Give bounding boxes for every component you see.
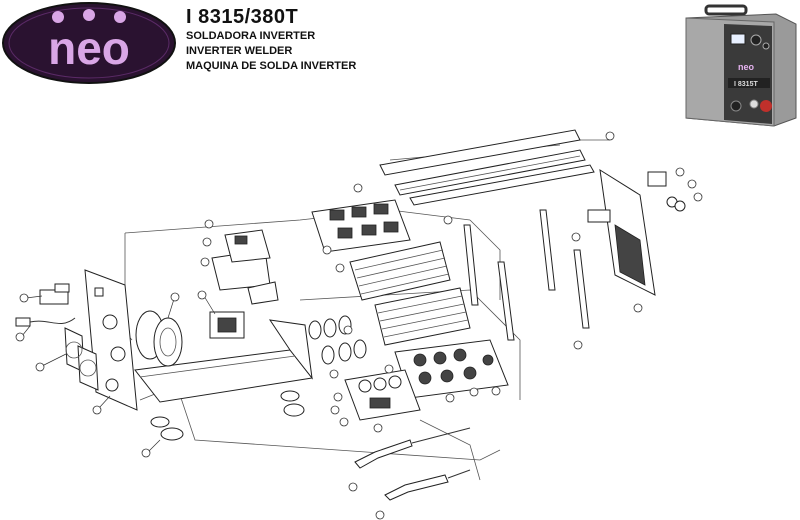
logo-text: neo: [48, 22, 130, 74]
small-pcb: [344, 369, 421, 421]
right-side-panel: [587, 169, 686, 296]
lower-pcb: [394, 339, 509, 399]
front-panel: [84, 269, 138, 411]
heatsink-upper: [349, 241, 451, 301]
welder-machine-image: neo I 8315T: [685, 4, 797, 127]
photo-model: I 8315T: [734, 81, 758, 88]
assembly-outline: [124, 139, 610, 481]
model-number: I 8315/380T: [186, 6, 299, 28]
photo-brand: neo: [738, 62, 755, 72]
title-block: I 8315/380T SOLDADORA INVERTER INVERTER …: [186, 6, 356, 74]
callouts: [15, 131, 703, 520]
subtitle-english: INVERTER WELDER: [186, 45, 293, 57]
feet: [150, 390, 305, 441]
vertical-bars: [463, 209, 590, 341]
ground-clamp: [384, 469, 471, 501]
rear-fan: [135, 310, 183, 367]
fans: [64, 327, 99, 391]
heatsink-lower: [374, 287, 471, 346]
upper-pcb: [311, 199, 411, 253]
product-photo: neo I 8315T: [676, 0, 800, 130]
power-switch-cable: [15, 283, 76, 327]
logo-graphic: neo: [2, 2, 176, 84]
transformer: [209, 311, 245, 339]
subtitle-portuguese: MAQUINA DE SOLDA INVERTER: [186, 60, 357, 72]
brand-logo: neo: [0, 0, 178, 86]
subtitle-spanish: SOLDADORA INVERTER: [186, 30, 316, 42]
bracket-board: [211, 229, 279, 305]
top-cover-strips: [379, 129, 595, 206]
chassis-base: [134, 319, 313, 403]
output-terminals: [308, 315, 367, 365]
electrode-holder: [354, 427, 471, 469]
